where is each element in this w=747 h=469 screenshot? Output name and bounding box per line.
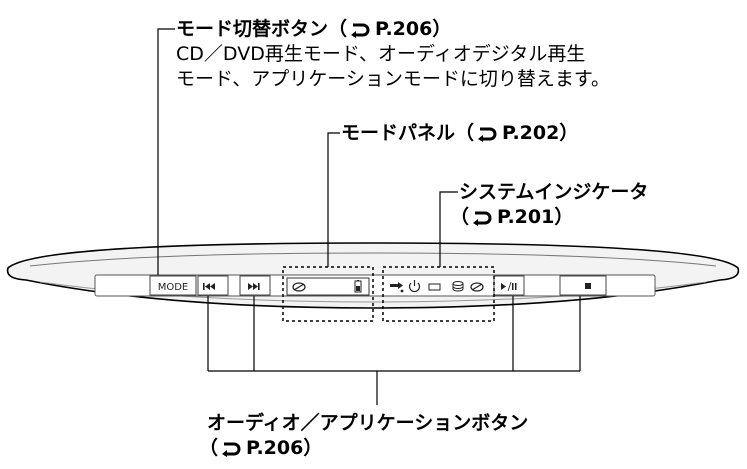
mode-button-desc-line2: モード、アプリケーションモードに切り替えます。 [176, 68, 610, 90]
mode-panel-caption: モードパネル（ P.202） [341, 121, 578, 145]
reference-arrow-icon [222, 442, 241, 457]
mode-panel [286, 277, 370, 296]
cd-icon [292, 282, 306, 292]
system-indicator-ref-open: （ [450, 206, 470, 228]
stop-icon [585, 283, 591, 289]
reference-arrow-icon [351, 23, 370, 38]
battery-icon [354, 280, 362, 293]
mode-panel-callout [327, 132, 340, 267]
reference-arrow-icon [478, 127, 497, 142]
device-inner-edge [29, 252, 717, 267]
reference-arrow-icon [473, 211, 492, 226]
power-icon [408, 280, 421, 293]
audio-buttons-ref-line: （ P.206） [199, 436, 322, 460]
system-indicator-callout [439, 191, 458, 267]
battery-bar-icon [428, 283, 441, 291]
mode-button-title: モード切替ボタン（ [176, 18, 348, 40]
system-indicator-ref-line: （ P.201） [450, 205, 573, 229]
play-pause-icon [501, 281, 517, 292]
stop-button[interactable] [559, 275, 607, 296]
key-icon [390, 282, 404, 293]
system-indicator-highlight [382, 266, 495, 322]
audio-buttons-callout [207, 296, 581, 405]
mode-panel-ref: P.202） [502, 122, 579, 144]
system-indicator-title: システムインジケータ [459, 181, 649, 203]
audio-buttons-ref: P.206） [246, 437, 323, 459]
mode-button-caption: モード切替ボタン（ P.206） [176, 17, 451, 41]
mode-button[interactable] [149, 275, 197, 296]
next-icon [248, 283, 260, 290]
audio-buttons-ref-open: （ [199, 437, 219, 459]
mode-button-desc-line1: CD／DVD再生モード、オーディオデジタル再生 [176, 43, 586, 65]
mode-button-ref: P.206） [375, 18, 452, 40]
mode-panel-title: モードパネル（ [341, 122, 475, 144]
audio-buttons-title: オーディオ／アプリケーションボタン [207, 412, 529, 434]
mode-button-callout [157, 28, 175, 275]
prev-icon [203, 283, 215, 290]
mode-button-label: MODE [158, 282, 189, 293]
disk-icon [452, 281, 464, 292]
cd-indicator-icon [470, 282, 484, 292]
play-pause-button[interactable] [493, 275, 525, 296]
system-indicator-ref: P.201） [497, 206, 574, 228]
